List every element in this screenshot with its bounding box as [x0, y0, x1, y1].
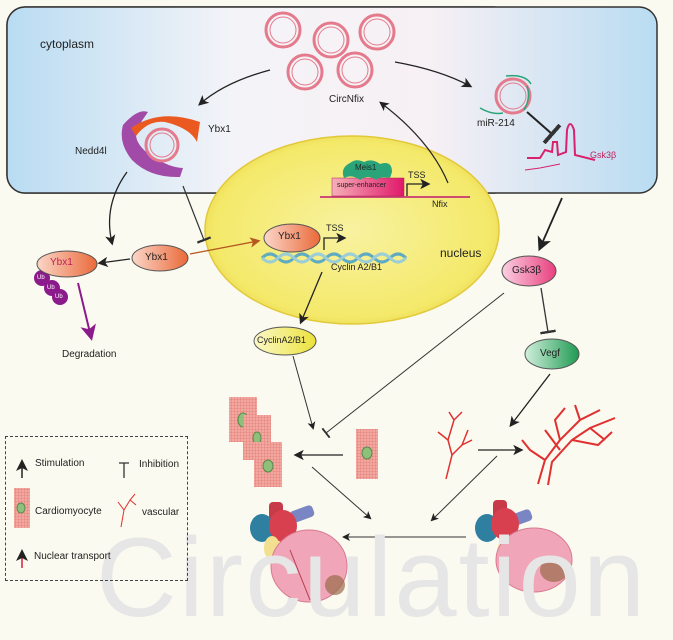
diagram-canvas: [6, 6, 658, 603]
arrow-to-degradation: [77, 282, 96, 341]
cardiomyocyte-single: [356, 429, 378, 479]
degradation-label: Degradation: [62, 349, 117, 360]
circnfix-label: CircNfix: [329, 94, 364, 105]
cyclin-protein-label: CyclinA2/B1: [257, 335, 307, 345]
gsk3b-mrna: [527, 123, 596, 161]
legend-vascular: vascular: [142, 507, 180, 518]
tss-cyclin-label: TSS: [326, 223, 344, 233]
arrow-cm-to-heart: [311, 466, 372, 520]
nuclear-transport-arrow: [189, 237, 261, 255]
ub-label-3: Ub: [55, 294, 63, 300]
vessel-small: [437, 411, 473, 480]
tss-cyclin-arrow: [323, 232, 347, 250]
vegf-shape: [524, 338, 580, 370]
legend-inhibition: Inhibition: [139, 459, 180, 470]
cyclin-gene-label: Cyclin A2/B1: [331, 262, 383, 272]
legend-nuclear-transport: Nuclear transport: [34, 551, 111, 562]
meis1-label: Meis1: [355, 163, 377, 172]
pathway-figure: Circulation cytoplasm nucleus CircNfix m…: [5, 6, 658, 634]
ybx1-cyto-shape: [131, 244, 189, 272]
nedd4l-label: Nedd4l: [75, 146, 107, 157]
arrow-circnfix-to-complex: [198, 69, 271, 106]
super-enhancer-box: [331, 177, 405, 197]
arrow-cyclin-to-cm: [292, 355, 316, 430]
ybx1-complex-label: Ybx1: [208, 124, 231, 135]
arrow-vessel-to-heart: [430, 455, 498, 522]
inhibit-gsk3b-vegf: [540, 287, 556, 335]
nucleus-label: nucleus: [440, 246, 482, 260]
vegf-label: Vegf: [540, 348, 561, 359]
super-enhancer-label: super-enhancer: [337, 182, 387, 189]
ybx1-ub-shape: [36, 250, 98, 278]
gsk3b-protein-label: Gsk3β: [512, 265, 542, 276]
mir214-sponge: [479, 74, 532, 115]
gsk3b-protein-shape: [501, 255, 557, 287]
cardiomyocyte-stack: [229, 397, 282, 487]
cyclin-protein-shape: [253, 326, 317, 356]
ybx1-nuc-label: Ybx1: [278, 231, 301, 242]
arrow-ybx1-to-ub: [97, 256, 131, 268]
inhibit-mir214-gsk3b: [526, 111, 562, 145]
dna-helix: [260, 252, 408, 264]
arrow-vegf-to-vessels: [509, 373, 551, 428]
legend-cardiomyocyte: Cardiomyocyte: [35, 506, 102, 517]
heart-left: [250, 502, 348, 603]
arrow-gsk3b-mrna-to-protein: [537, 197, 563, 252]
circrna-cluster: [264, 11, 396, 91]
ybx1-nuc-shape: [263, 223, 321, 253]
ybx1-cyto-label: Ybx1: [145, 252, 168, 263]
nfix-label: Nfix: [432, 199, 448, 209]
cytoplasm-label: cytoplasm: [40, 37, 95, 51]
meis1-shape: [342, 160, 392, 180]
ubiquitin-chain: [34, 270, 68, 305]
gsk3b-mrna-label: Gsk3β: [590, 150, 617, 160]
legend-box: Stimulation Inhibition Cardiomyocyte vas…: [5, 436, 188, 581]
arrow-circnfix-to-mir214: [394, 61, 473, 88]
arrow-gene-to-cyclin: [299, 271, 323, 325]
inhibit-gsk3b-cm: [321, 292, 505, 439]
heart-right: [475, 500, 573, 593]
legend-icons: [14, 459, 137, 568]
legend-stimulation: Stimulation: [35, 458, 85, 469]
tss-nfix-arrow: [406, 178, 431, 196]
ub-label-1: Ub: [37, 275, 45, 281]
ybx1-ub-label: Ybx1: [50, 257, 73, 268]
arrow-nfix-to-circnfix: [379, 101, 449, 184]
vessel-network: [521, 404, 616, 486]
nedd4l-ybx1-complex: [121, 111, 200, 178]
mir214-label: miR-214: [477, 118, 515, 129]
tss-nfix-label: TSS: [408, 170, 426, 180]
ub-label-2: Ub: [47, 285, 55, 291]
inhibit-complex-nuclear: [182, 185, 212, 244]
arrow-complex-to-ub: [105, 171, 128, 246]
